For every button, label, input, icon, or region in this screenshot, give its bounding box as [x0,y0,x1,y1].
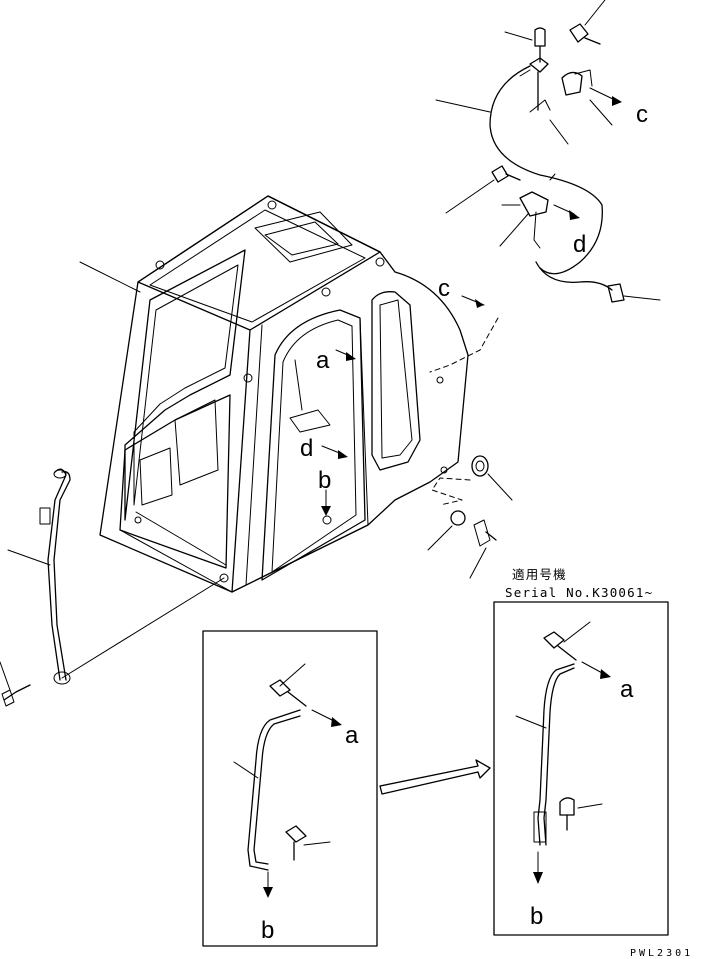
label-b-inset1: b [261,917,274,944]
drawing-id: PWL2301 [630,948,693,959]
label-a-inset2: a [620,676,634,703]
top-harness [435,0,661,303]
left-rod-assembly [0,468,225,707]
cab-leader [79,261,141,293]
rear-fasteners [427,295,513,579]
label-b-cab: b [318,467,331,494]
label-c-cab: c [438,275,450,302]
label-d-harness: d [573,231,586,258]
applicable-serial-heading: 適用号機 [512,567,567,582]
label-c-harness: c [636,101,648,128]
inset-box-standard [202,630,378,947]
inset-box-serial [493,601,669,936]
label-b-inset2: b [530,903,543,930]
label-a-cab: a [316,347,330,374]
label-d-cab: d [300,435,313,462]
cab-frame [99,195,469,593]
transition-arrow [379,759,491,795]
serial-number-note: Serial No.K30061~ [505,585,653,600]
label-a-inset1: a [345,722,359,749]
